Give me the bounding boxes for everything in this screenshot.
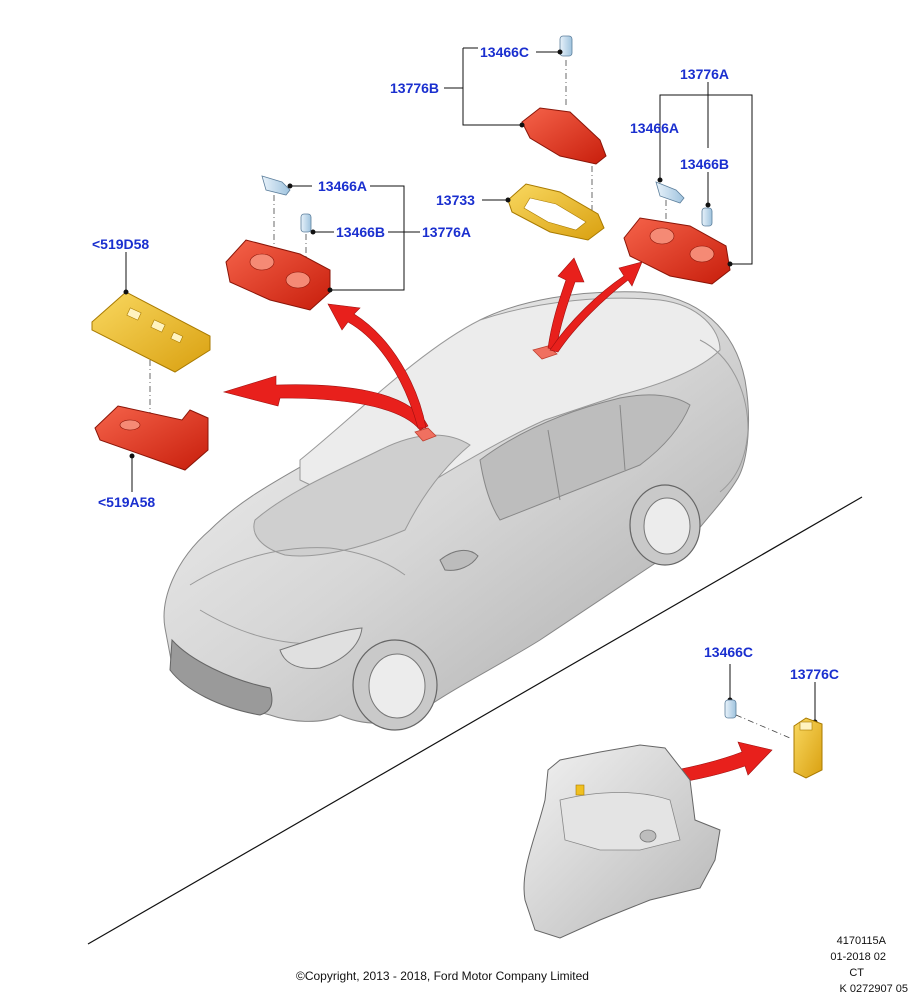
reference-code-3: CT: [849, 967, 864, 979]
bulb-13466A-left: [261, 175, 291, 196]
label-13466A-left: 13466A: [318, 178, 368, 194]
label-519A58: <519A58: [98, 494, 156, 510]
label-13776C: 13776C: [790, 666, 840, 682]
label-13466A-right: 13466A: [630, 120, 680, 136]
reference-code-2: 01-2018 02: [830, 951, 886, 963]
bulb-13466B-right: [701, 207, 713, 227]
lamp-red-13776A-left: [225, 239, 331, 311]
leader-lines: [125, 47, 816, 722]
lamp-red-13776A-right: [623, 217, 731, 285]
label-13776A-left: 13776A: [422, 224, 472, 240]
interior-trim-panel: [523, 744, 721, 939]
bulb-13466B-left: [300, 213, 312, 233]
console-yellow-519D58: [91, 291, 211, 373]
reference-code-1: 4170115A: [836, 935, 886, 947]
bulb-13466C-top: [559, 35, 573, 57]
separator-line: [87, 496, 863, 945]
leader-dots: [123, 49, 818, 725]
label-13733: 13733: [436, 192, 475, 208]
label-13776B: 13776B: [390, 80, 440, 96]
reference-code-4: K 0272907 05: [839, 983, 908, 995]
car-illustration: [163, 291, 750, 731]
copyright-notice: ©Copyright, 2013 - 2018, Ford Motor Comp…: [296, 969, 589, 983]
label-13466B-right: 13466B: [680, 156, 730, 172]
label-13776A-right: 13776A: [680, 66, 730, 82]
bulb-13466C-bottom: [724, 699, 737, 719]
label-13466C-top: 13466C: [480, 44, 530, 60]
lamp-yellow-13776C: [793, 717, 823, 779]
frame-yellow-13733: [507, 183, 605, 241]
label-13466B-left: 13466B: [336, 224, 386, 240]
bulb-13466A-right: [655, 181, 685, 204]
label-13466C-bottom: 13466C: [704, 644, 754, 660]
label-519D58: <519D58: [92, 236, 150, 252]
lamp-red-13776B: [521, 107, 607, 165]
assembly-line: [735, 714, 791, 739]
console-red-519A58: [94, 405, 209, 471]
